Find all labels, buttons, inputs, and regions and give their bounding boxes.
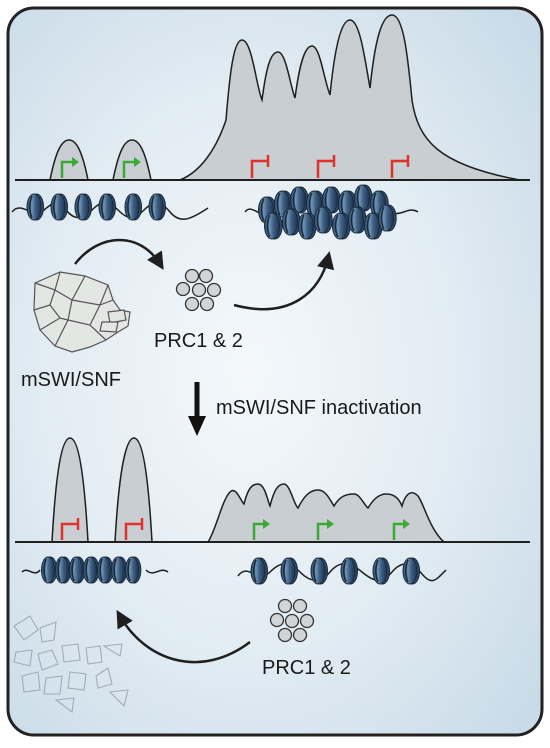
mswi-snf-label: mSWI/SNF xyxy=(21,369,121,391)
active-promoter-icon xyxy=(392,519,410,540)
repressed-promoter-icon xyxy=(390,155,410,178)
repressed-promoter-icon xyxy=(124,518,144,540)
peak-broad-bottom xyxy=(206,483,447,543)
arrow-prc-to-chromatin xyxy=(233,251,335,311)
peak-tall-2 xyxy=(114,437,153,543)
nucleosome-icon xyxy=(314,206,333,234)
repressed-promoter-icon xyxy=(316,155,336,178)
nucleosome-icon xyxy=(124,193,143,221)
nucleosome-icon xyxy=(340,557,359,585)
nucleosome-icon xyxy=(50,193,69,221)
degraded-mswi-snf-icon xyxy=(13,615,129,713)
top-state: mSWI/SNF PRC1 & 2 xyxy=(11,14,530,391)
nucleosome-icon xyxy=(378,204,397,232)
nucleosome-icon xyxy=(26,193,45,221)
nucleosome-icon xyxy=(264,212,283,240)
inactivation-arrow xyxy=(188,382,206,436)
nucleosome-icon xyxy=(402,557,421,585)
nucleosome-icon xyxy=(55,556,72,584)
prc-circles-icon xyxy=(269,598,315,643)
arrow-prc-to-repressed xyxy=(116,609,251,664)
peak-tall-1 xyxy=(51,437,89,543)
nucleosome-icon xyxy=(290,186,309,214)
nucleosome-icon xyxy=(282,208,301,236)
nucleosome-icon xyxy=(125,556,142,584)
compacted-chromatin-bottom xyxy=(21,556,169,584)
panel-background xyxy=(6,6,544,737)
nucleosome-icon xyxy=(111,556,128,584)
inactivation-label: mSWI/SNF inactivation xyxy=(216,397,422,419)
nucleosome-icon xyxy=(310,557,329,585)
compacted-chromatin-top xyxy=(244,184,419,240)
peak-broad-top xyxy=(179,14,521,181)
repressed-promoter-icon xyxy=(250,155,270,178)
nucleosome-icon xyxy=(41,556,58,584)
nucleosome-icon xyxy=(372,557,391,585)
open-chromatin-bottom xyxy=(237,557,447,585)
repressed-promoter-icon xyxy=(60,518,80,540)
nucleosome-icon xyxy=(280,557,299,585)
nucleosome-icon xyxy=(83,556,100,584)
peak-small-1 xyxy=(49,139,89,181)
nucleosome-icon xyxy=(98,193,117,221)
active-promoter-icon xyxy=(252,519,270,540)
nucleosome-icon xyxy=(298,212,317,240)
open-chromatin-top xyxy=(11,193,209,221)
prc-label-bottom: PRC1 & 2 xyxy=(262,657,351,679)
nucleosome-icon xyxy=(250,557,269,585)
nucleosome-icon xyxy=(364,212,383,240)
prc-circles-icon xyxy=(175,268,222,312)
active-promoter-icon xyxy=(122,157,141,178)
nucleosome-icon xyxy=(332,212,351,240)
bottom-state: PRC1 & 2 xyxy=(13,437,530,713)
mswi-snf-complex-icon xyxy=(33,271,131,353)
peak-small-2 xyxy=(112,139,152,181)
active-promoter-icon xyxy=(316,519,334,540)
active-promoter-icon xyxy=(60,157,79,178)
nucleosome-icon xyxy=(322,186,341,214)
nucleosome-icon xyxy=(74,193,93,221)
prc-label-top: PRC1 & 2 xyxy=(154,330,243,352)
nucleosome-icon xyxy=(348,206,367,234)
nucleosome-icon xyxy=(97,556,114,584)
nucleosome-icon xyxy=(69,556,86,584)
arrow-mswi-to-prc xyxy=(74,238,164,270)
nucleosome-icon xyxy=(148,193,167,221)
nucleosome-icon xyxy=(354,184,373,212)
